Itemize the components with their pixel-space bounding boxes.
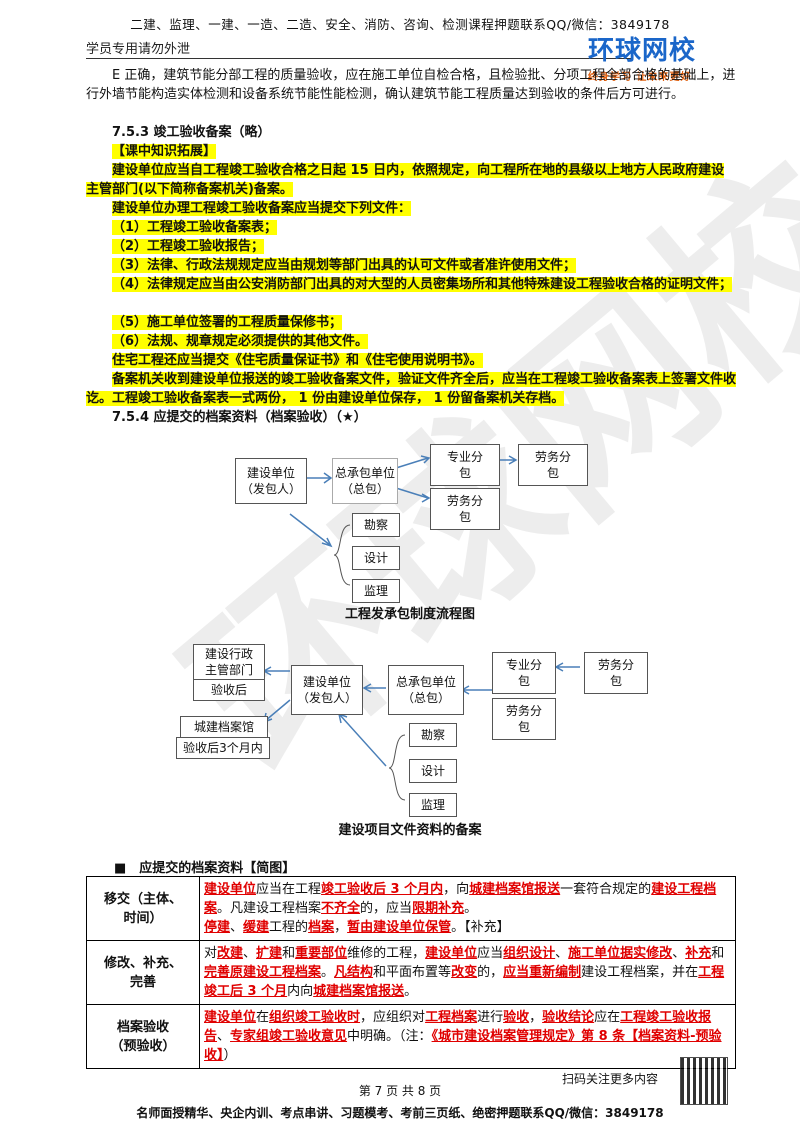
brand-logo: 环球网校 终身学习 让未来更好	[588, 30, 738, 83]
paragraph-e: E 正确，建筑节能分部工程的质量验收，应在施工单位自检合格，且检验批、分项工程全…	[86, 68, 736, 102]
d2-gov-after: 验收后	[193, 679, 265, 701]
d2-owner-box: 建设单位（发包人）	[291, 665, 363, 715]
archive-table: 移交（主体、时间） 建设单位应当在工程竣工验收后 3 个月内，向城建档案馆报送一…	[86, 876, 736, 1069]
d2-labor1-box: 劳务分包	[584, 652, 648, 694]
d2-survey-box: 勘察	[409, 723, 457, 747]
d1-owner-box: 建设单位（发包人）	[235, 458, 307, 504]
row-body-acceptance: 建设单位在组织竣工验收时，应组织对工程档案进行验收，验收结论应在工程竣工验收报告…	[199, 1004, 736, 1069]
d2-archive-after: 验收后3个月内	[176, 737, 270, 759]
extension-tag-label: 【课中知识拓展】	[112, 144, 217, 159]
header-notice: 学员专用请勿外泄	[86, 42, 191, 57]
brief-title: ■ 应提交的档案资料【简图】	[114, 861, 296, 876]
header-divider	[86, 58, 632, 59]
extension-para-2-text: 建设单位办理工程竣工验收备案应当提交下列文件：	[112, 201, 412, 216]
list-item-3: （3）法律、行政法规规定应当由规划等部门出具的认可文件或者准许使用文件；	[112, 258, 577, 273]
footer-banner: 名师面授精华、央企内训、考点串讲、习题模考、考前三页纸、绝密押题联系QQ/微信：…	[136, 1106, 664, 1120]
d1-labor1-box: 劳务分包	[518, 444, 588, 486]
d1-sub1-box: 专业分包	[430, 444, 500, 486]
arrow-owner-gc-1	[306, 472, 333, 484]
d1-sub2-box: 劳务分包	[430, 488, 500, 530]
d2-gov-box: 建设行政主管部门	[193, 644, 265, 680]
d2-design-box: 设计	[409, 759, 457, 783]
qr-code-image[interactable]	[680, 1057, 728, 1105]
extension-para-2: 建设单位办理工程竣工验收备案应当提交下列文件：	[86, 199, 736, 218]
d1-caption: 工程发承包制度流程图	[344, 607, 475, 622]
extension-para-4: 备案机关收到建设单位报送的竣工验收备案文件，验证文件齐全后，应当在工程竣工验收备…	[86, 372, 737, 406]
section-754-title: 7.5.4 应提交的档案资料（档案验收）（★）	[112, 410, 367, 425]
list-item-6: （6）法规、规章规定必须提供的其他文件。	[112, 334, 369, 349]
row-body-modify: 对改建、扩建和重要部位维修的工程，建设单位应当组织设计、施工单位据实修改、补充和…	[199, 940, 736, 1005]
d1-supervise-box: 监理	[352, 579, 400, 603]
logo-title: 环球网校	[588, 36, 697, 66]
d2-caption: 建设项目文件资料的备案	[338, 823, 482, 838]
d2-supervise-box: 监理	[409, 793, 457, 817]
row-header-acceptance: 档案验收（预验收）	[86, 1004, 200, 1069]
header-top-banner: 二建、监理、一建、一造、二造、安全、消防、咨询、检测课程押题联系QQ/微信：38…	[130, 17, 670, 32]
page-number: 第 7 页 共 8 页	[358, 1084, 442, 1098]
row-header-transfer: 移交（主体、时间）	[86, 876, 200, 941]
section-753-title: 7.5.3 竣工验收备案（略）	[112, 125, 271, 140]
extension-para-3: 住宅工程还应当提交《住宅质量保证书》和《住宅使用说明书》。	[112, 353, 483, 368]
extension-tag: 【课中知识拓展】	[86, 142, 762, 161]
d2-sub2-box: 劳务分包	[492, 698, 556, 740]
table-row: 修改、补充、完善 对改建、扩建和重要部位维修的工程，建设单位应当组织设计、施工单…	[86, 940, 736, 1005]
row-body-transfer: 建设单位应当在工程竣工验收后 3 个月内，向城建档案馆报送一套符合规定的建设工程…	[199, 876, 736, 941]
row-header-modify: 修改、补充、完善	[86, 940, 200, 1005]
list-item-2: （2）工程竣工验收报告；	[112, 239, 265, 254]
table-row: 移交（主体、时间） 建设单位应当在工程竣工验收后 3 个月内，向城建档案馆报送一…	[86, 876, 736, 941]
list-item-1: （1）工程竣工验收备案表；	[112, 220, 278, 235]
d1-design-box: 设计	[352, 546, 400, 570]
scan-prompt: 扫码关注更多内容	[562, 1072, 659, 1086]
extension-para-1: 建设单位应当自工程竣工验收合格之日起 15 日内，依照规定，向工程所在地的县级以…	[86, 161, 736, 199]
list-item-4: （4）法律规定应当由公安消防部门出具的对大型的人员密集场所和其他特殊建设工程验收…	[112, 277, 733, 292]
d2-gc-box: 总承包单位（总包）	[388, 665, 464, 715]
d2-sub1-box: 专业分包	[492, 652, 556, 694]
d1-survey-box: 勘察	[352, 513, 400, 537]
logo-slogan: 终身学习 让未来更好	[588, 72, 692, 83]
d2-archive-box: 城建档案馆	[180, 716, 268, 738]
table-row: 档案验收（预验收） 建设单位在组织竣工验收时，应组织对工程档案进行验收，验收结论…	[86, 1004, 736, 1069]
list-item-5: （5）施工单位签署的工程质量保修书；	[112, 315, 343, 330]
d1-gc-box: 总承包单位（总包）	[332, 458, 398, 504]
